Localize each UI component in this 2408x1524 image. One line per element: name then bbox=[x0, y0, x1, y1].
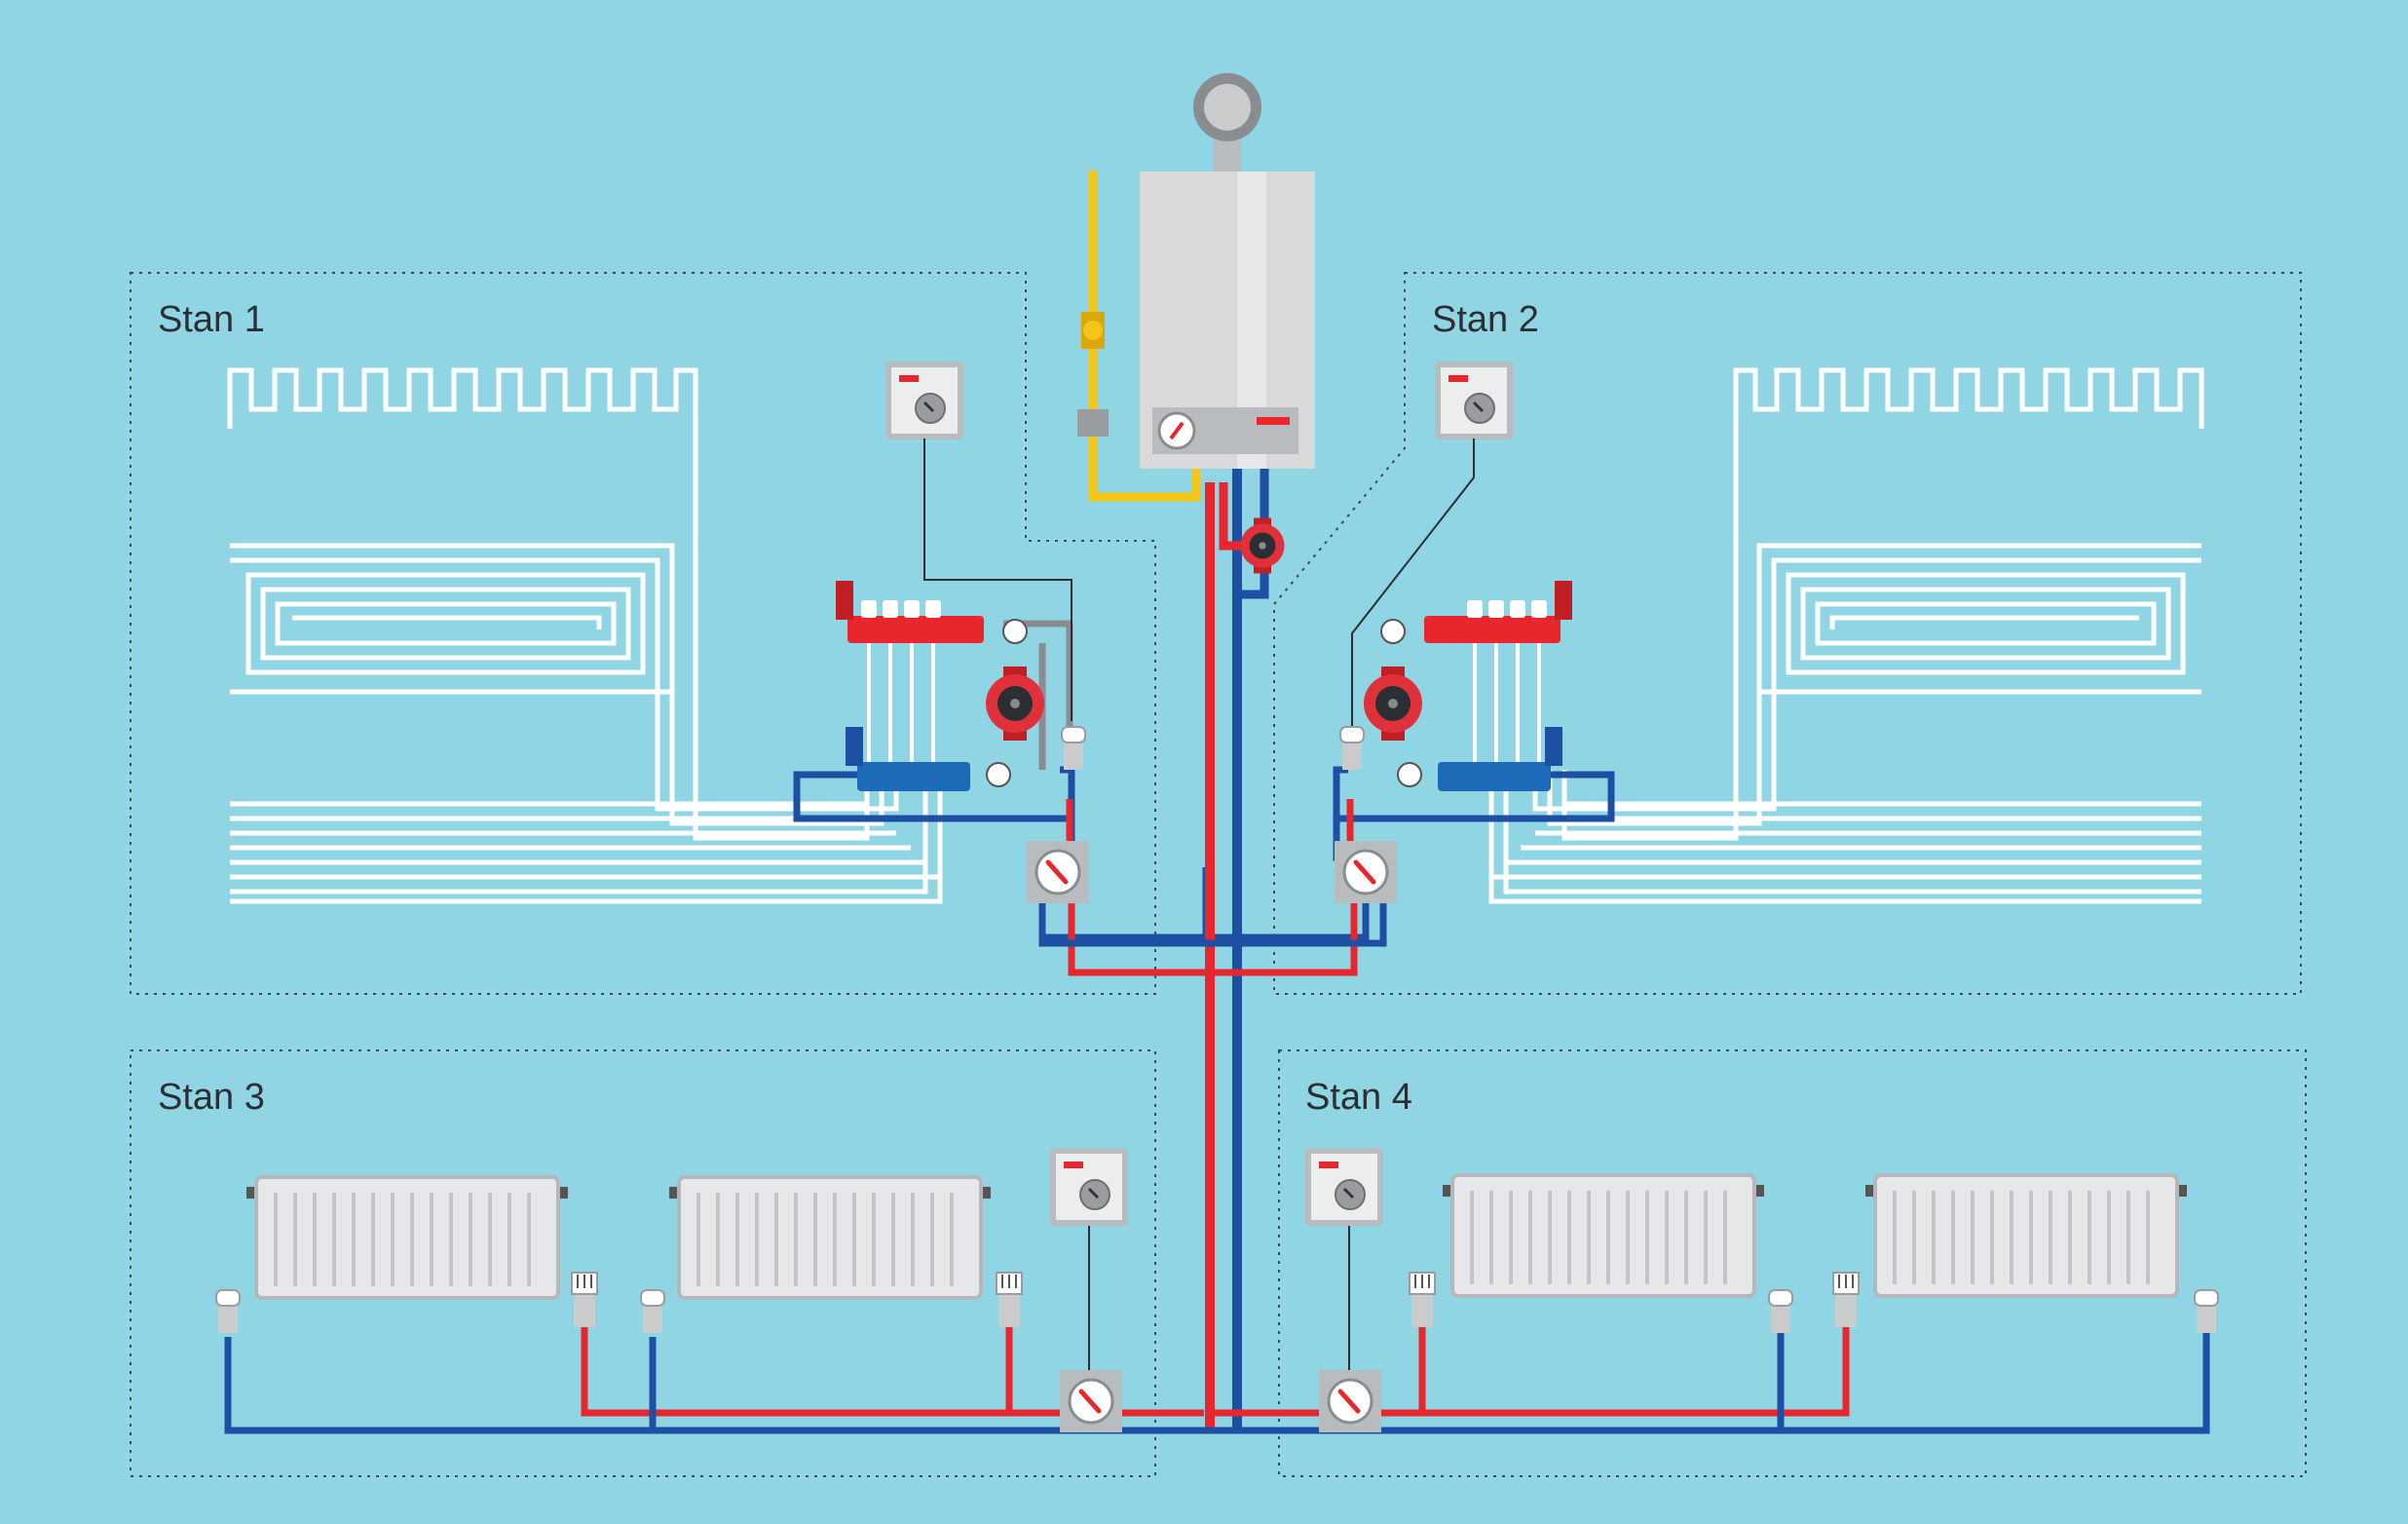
valve-icon bbox=[215, 1289, 241, 1334]
valve-icon bbox=[1832, 1272, 1860, 1328]
zone-border-stan-2 bbox=[1273, 272, 2302, 995]
thermostat-icon bbox=[1303, 1146, 1385, 1228]
valve-icon bbox=[1409, 1272, 1436, 1328]
radiator-icon bbox=[1441, 1173, 1766, 1298]
valve-icon bbox=[640, 1289, 665, 1334]
underfloor-loops-stan-2 bbox=[1488, 367, 2204, 904]
boiler-pump-icon bbox=[1240, 517, 1285, 574]
thermostat-icon bbox=[1433, 360, 1515, 441]
zone-label-stan-3: Stan 3 bbox=[158, 1077, 265, 1118]
radiator-icon bbox=[1863, 1173, 2189, 1298]
valve-icon bbox=[1061, 726, 1086, 771]
radiator-icon bbox=[245, 1175, 570, 1300]
boiler-icon bbox=[1140, 73, 1315, 469]
zone-label-stan-1: Stan 1 bbox=[158, 299, 265, 340]
gauge-icon bbox=[1335, 841, 1397, 903]
thermostat-icon bbox=[884, 360, 965, 441]
pump-icon bbox=[986, 667, 1044, 741]
manifold-icon bbox=[836, 581, 984, 791]
gauge-icon bbox=[1060, 1370, 1122, 1432]
thermostat-icon bbox=[1048, 1146, 1130, 1228]
valve-icon bbox=[1339, 726, 1365, 771]
manifold-icon bbox=[1424, 581, 1572, 791]
gauge-icon bbox=[1027, 841, 1089, 903]
zone-label-stan-2: Stan 2 bbox=[1432, 299, 1539, 340]
pump-icon bbox=[1364, 667, 1422, 741]
valve-icon bbox=[571, 1272, 598, 1328]
underfloor-loops-stan-1 bbox=[227, 367, 943, 904]
zone-border-stan-3 bbox=[130, 1049, 1156, 1477]
gas-valve-icon bbox=[1077, 312, 1109, 437]
zone-border-stan-4 bbox=[1278, 1049, 2307, 1477]
zone-border-stan-1 bbox=[130, 272, 1156, 995]
zone-label-stan-4: Stan 4 bbox=[1305, 1077, 1412, 1118]
valve-icon bbox=[1768, 1289, 1793, 1334]
valve-icon bbox=[996, 1272, 1023, 1328]
radiator-icon bbox=[667, 1175, 993, 1300]
valve-icon bbox=[2194, 1289, 2219, 1334]
gauge-icon bbox=[1319, 1370, 1381, 1432]
